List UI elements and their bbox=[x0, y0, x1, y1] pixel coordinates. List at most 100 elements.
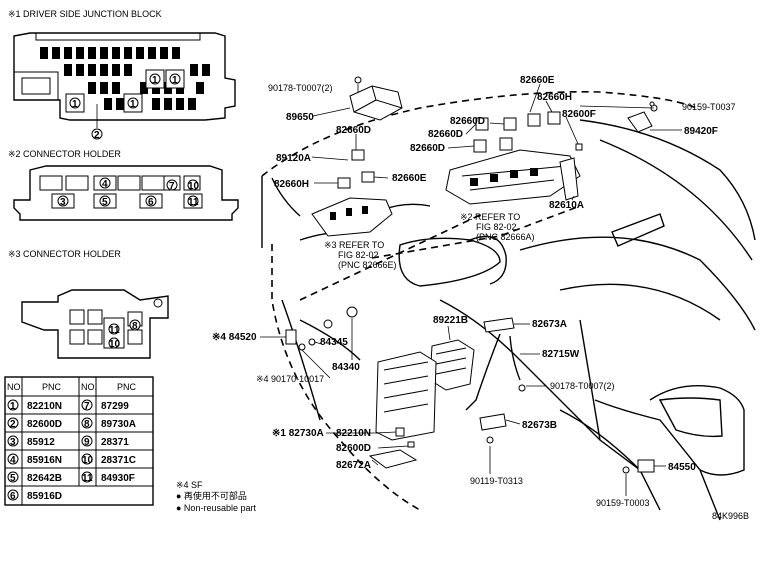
svg-text:8: 8 bbox=[84, 419, 90, 430]
svg-text:28371: 28371 bbox=[101, 437, 129, 448]
svg-text:28371C: 28371C bbox=[101, 455, 136, 466]
svg-text:82600D: 82600D bbox=[27, 419, 62, 430]
svg-text:4: 4 bbox=[10, 455, 16, 466]
svg-text:1: 1 bbox=[172, 75, 178, 86]
svg-text:85916N: 85916N bbox=[27, 455, 62, 466]
label-89221b: 89221B bbox=[433, 315, 468, 326]
label-82660d-d: 82660D bbox=[410, 143, 445, 154]
connector-holder-2-section: ※2 CONNECTOR HOLDER 4 7 10 3 5 6 11 bbox=[8, 149, 239, 221]
svg-text:84930F: 84930F bbox=[101, 473, 135, 484]
callout-10-a: 10 bbox=[187, 179, 200, 192]
callout-7: 7 bbox=[166, 179, 178, 192]
label-ref3-a: ※3 REFER TO bbox=[324, 240, 384, 250]
label-82660d-c: 82660D bbox=[428, 129, 463, 140]
section-title-connector-holder-2: ※2 CONNECTOR HOLDER bbox=[8, 149, 121, 159]
svg-text:6: 6 bbox=[148, 197, 154, 208]
label-82660h-a: 82660H bbox=[274, 179, 309, 190]
part-labels: 90178-T0007(2) 89650 82660D 89120A 82660… bbox=[212, 75, 749, 521]
svg-text:1: 1 bbox=[130, 99, 136, 110]
label-90159-t0037: 90159-T0037 bbox=[682, 102, 736, 112]
svg-text:3: 3 bbox=[60, 197, 66, 208]
label-ref3-b: FIG 82-02 bbox=[338, 250, 379, 260]
label-89650: 89650 bbox=[286, 112, 314, 123]
svg-text:9: 9 bbox=[84, 437, 90, 448]
label-82660e-top: 82660E bbox=[520, 75, 555, 86]
svg-text:85916D: 85916D bbox=[27, 491, 62, 502]
callout-6: 6 bbox=[145, 195, 157, 208]
table-header-no-1: NO. bbox=[7, 382, 23, 392]
callout-11-b: 11 bbox=[108, 323, 120, 336]
svg-text:7: 7 bbox=[169, 181, 175, 192]
svg-text:82210N: 82210N bbox=[27, 401, 62, 412]
svg-text:5: 5 bbox=[10, 473, 16, 484]
callout-1-b: 1 bbox=[127, 97, 139, 110]
svg-text:87299: 87299 bbox=[101, 401, 129, 412]
label-82600f: 82600F bbox=[562, 109, 596, 120]
svg-text:10: 10 bbox=[188, 181, 200, 192]
svg-text:8: 8 bbox=[132, 321, 138, 332]
table-row: 1 82210N 7 87299 bbox=[7, 399, 129, 412]
table-row: 3 85912 9 28371 bbox=[7, 435, 129, 448]
table-header-no-2: NO. bbox=[81, 382, 97, 392]
figure-id: 84K996B bbox=[712, 511, 749, 521]
svg-text:10: 10 bbox=[109, 339, 121, 350]
table-row: 4 85916N 10 28371C bbox=[7, 453, 136, 466]
section-title-connector-holder-3: ※3 CONNECTOR HOLDER bbox=[8, 249, 121, 259]
label-90178-t0007-mid: 90178-T0007(2) bbox=[550, 381, 615, 391]
callout-1-d: 1 bbox=[169, 73, 181, 86]
label-90170-10017: ※4 90170-10017 bbox=[256, 374, 324, 384]
svg-text:85912: 85912 bbox=[27, 437, 55, 448]
label-82672a: 82672A bbox=[336, 460, 371, 471]
callout-1-a: 1 bbox=[69, 97, 81, 110]
callout-1-c: 1 bbox=[149, 73, 161, 86]
label-82210n: 82210N bbox=[336, 428, 371, 439]
callout-3: 3 bbox=[57, 195, 69, 208]
label-82610a: 82610A bbox=[549, 200, 584, 211]
leader-lines bbox=[260, 83, 682, 496]
label-82660e-b: 82660E bbox=[392, 173, 427, 184]
svg-text:11: 11 bbox=[109, 325, 120, 336]
label-ref2-c: (PNC 82666A) bbox=[476, 232, 535, 242]
label-90178-t0007-top: 90178-T0007(2) bbox=[268, 83, 333, 93]
svg-text:4: 4 bbox=[102, 179, 108, 190]
label-82673a: 82673A bbox=[532, 319, 567, 330]
callout-8: 8 bbox=[129, 319, 141, 332]
junction-block-section: ※1 DRIVER SIDE JUNCTION BLOCK bbox=[8, 9, 236, 141]
label-82673b: 82673B bbox=[522, 420, 557, 431]
label-84520: ※4 84520 bbox=[212, 332, 257, 343]
label-ref3-c: (PNC 82666E) bbox=[338, 260, 397, 270]
label-90159-t0003: 90159-T0003 bbox=[596, 498, 650, 508]
table-row: 5 82642B 11 84930F bbox=[7, 471, 135, 484]
legend-jp: ● 再使用不可部品 bbox=[176, 490, 247, 501]
svg-text:89730A: 89730A bbox=[101, 419, 136, 430]
label-84550: 84550 bbox=[668, 462, 696, 473]
table-header-pnc-1: PNC bbox=[42, 382, 62, 392]
connector-holder-3-section: ※3 CONNECTOR HOLDER 11 10 8 bbox=[8, 249, 169, 359]
label-89120a: 89120A bbox=[276, 153, 311, 164]
table-row: 2 82600D 8 89730A bbox=[7, 417, 136, 430]
label-84340: 84340 bbox=[332, 362, 360, 373]
svg-text:2: 2 bbox=[10, 419, 16, 430]
svg-text:7: 7 bbox=[84, 401, 90, 412]
callout-2: 2 bbox=[91, 128, 103, 141]
svg-text:1: 1 bbox=[72, 99, 78, 110]
callout-5: 5 bbox=[99, 195, 111, 208]
legend: ※4 SF ● 再使用不可部品 ● Non-reusable part bbox=[176, 480, 256, 513]
svg-text:82642B: 82642B bbox=[27, 473, 62, 484]
label-84345: 84345 bbox=[320, 337, 348, 348]
svg-text:3: 3 bbox=[10, 437, 16, 448]
label-ref2-b: FIG 82-02 bbox=[476, 222, 517, 232]
label-82600d: 82600D bbox=[336, 443, 371, 454]
label-90119-t0313: 90119-T0313 bbox=[470, 476, 523, 486]
svg-text:1: 1 bbox=[10, 401, 16, 412]
legend-note-ref: ※4 SF bbox=[176, 480, 203, 490]
table-header-pnc-2: PNC bbox=[117, 382, 137, 392]
pnc-table: NO. PNC NO. PNC 1 82210N 7 87299 2 82600… bbox=[4, 376, 154, 506]
svg-text:11: 11 bbox=[82, 473, 93, 484]
callout-10-b: 10 bbox=[108, 337, 121, 350]
svg-text:2: 2 bbox=[94, 130, 100, 141]
callout-4: 4 bbox=[99, 177, 111, 190]
section-title-junction-block: ※1 DRIVER SIDE JUNCTION BLOCK bbox=[8, 9, 162, 19]
table-row: 6 85916D bbox=[7, 489, 62, 502]
